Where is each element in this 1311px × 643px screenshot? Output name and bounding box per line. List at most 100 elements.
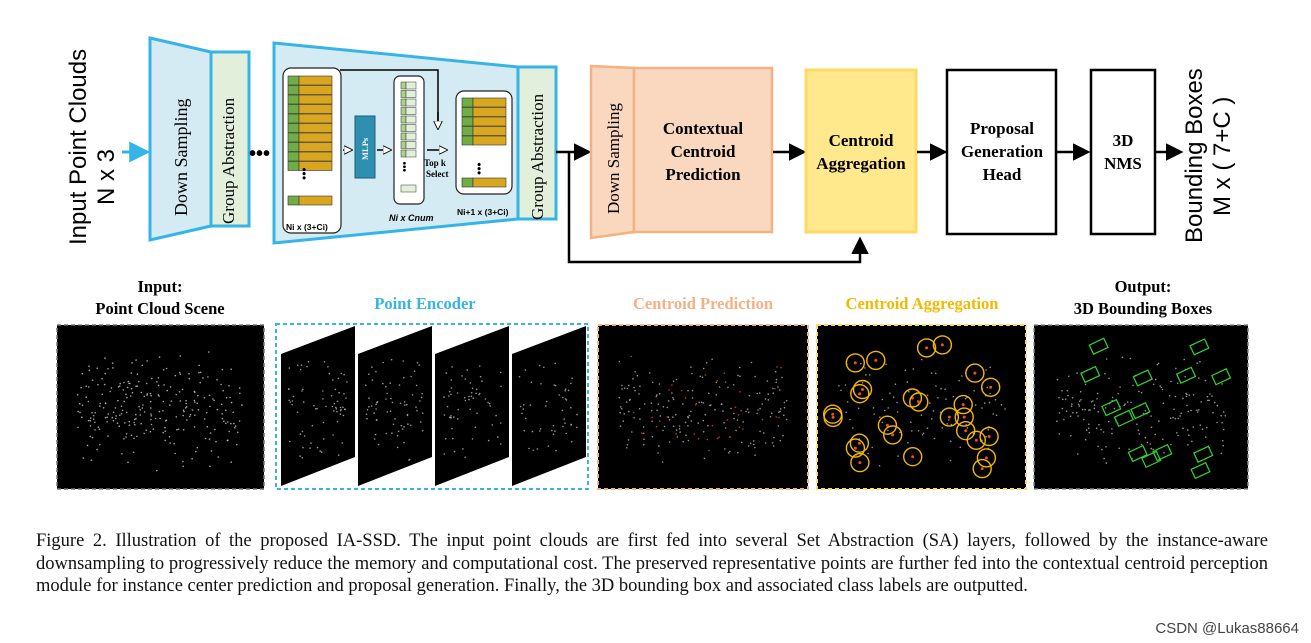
centroid-point (962, 415, 966, 419)
point (333, 402, 336, 405)
point (475, 388, 478, 391)
point (234, 425, 237, 427)
point (403, 376, 405, 379)
point (949, 459, 952, 462)
point (1071, 403, 1073, 405)
point (125, 436, 127, 438)
point (702, 367, 705, 370)
point (342, 406, 344, 409)
point (1222, 428, 1225, 431)
point (620, 406, 622, 408)
bounding-box (1175, 366, 1197, 384)
point (341, 442, 344, 444)
centroid-point (853, 361, 857, 365)
point (133, 421, 135, 424)
point (878, 465, 881, 467)
point (225, 396, 228, 399)
point (1191, 440, 1193, 443)
point (226, 439, 229, 442)
point (911, 430, 913, 432)
point (497, 436, 499, 438)
feature-cell-light (405, 149, 417, 158)
point (410, 424, 412, 427)
aggregation-circle (954, 407, 974, 427)
point (150, 394, 152, 397)
point (131, 362, 133, 364)
point (761, 403, 763, 405)
point (1096, 392, 1099, 395)
point (1182, 397, 1184, 400)
point (1069, 415, 1072, 418)
point (306, 365, 308, 368)
point (658, 383, 661, 385)
feature-cell-gold (298, 142, 333, 152)
point (115, 415, 117, 417)
point (403, 441, 405, 444)
point (366, 409, 369, 411)
point (114, 407, 117, 409)
point (779, 389, 781, 391)
point (1175, 367, 1177, 370)
point (1138, 390, 1140, 393)
point (887, 429, 889, 432)
feature-cell-gold (472, 97, 507, 108)
point (1117, 392, 1119, 395)
point (323, 361, 326, 363)
point (1183, 358, 1185, 361)
point (1192, 426, 1194, 428)
bounding-box (1210, 368, 1232, 386)
point (125, 411, 128, 414)
point (658, 393, 661, 395)
point (97, 383, 99, 386)
point (91, 436, 94, 439)
point (94, 421, 96, 424)
point (1124, 403, 1126, 405)
point (344, 408, 346, 411)
point (774, 387, 776, 390)
feature-cell-green (400, 81, 407, 90)
point (716, 437, 719, 440)
point (471, 438, 474, 440)
point (124, 422, 126, 424)
point (135, 385, 137, 388)
point (623, 387, 626, 389)
point (150, 407, 152, 409)
point (662, 429, 664, 432)
point (754, 375, 756, 378)
point (102, 407, 105, 409)
point (130, 434, 133, 437)
point (215, 440, 217, 443)
point (1156, 363, 1159, 366)
point (297, 364, 299, 367)
point (631, 431, 633, 433)
feature-stack-mid-cells (400, 81, 417, 193)
point (463, 396, 466, 399)
point (966, 427, 969, 429)
point (690, 366, 692, 368)
encoder-detail-block: Group Abstraction ••• Ni x (3+Ci) MLPs •… (272, 41, 558, 245)
point (657, 403, 660, 405)
point (728, 452, 730, 454)
point (983, 402, 986, 404)
point (735, 429, 737, 432)
point (107, 435, 109, 437)
point (1108, 377, 1110, 380)
point (228, 385, 230, 387)
point (397, 430, 400, 433)
point (451, 366, 453, 368)
stack-mid-dots: ••• (400, 161, 411, 172)
point (922, 432, 925, 435)
point (1177, 417, 1179, 420)
point (926, 427, 929, 430)
point (736, 419, 739, 421)
point (622, 420, 625, 423)
aggregation-circle (909, 392, 929, 412)
point (112, 411, 115, 414)
point (1221, 383, 1223, 385)
point (481, 380, 483, 382)
point (146, 360, 148, 362)
point (80, 386, 82, 389)
point (958, 380, 960, 382)
point (151, 377, 153, 380)
feature-cell-green (287, 85, 300, 95)
